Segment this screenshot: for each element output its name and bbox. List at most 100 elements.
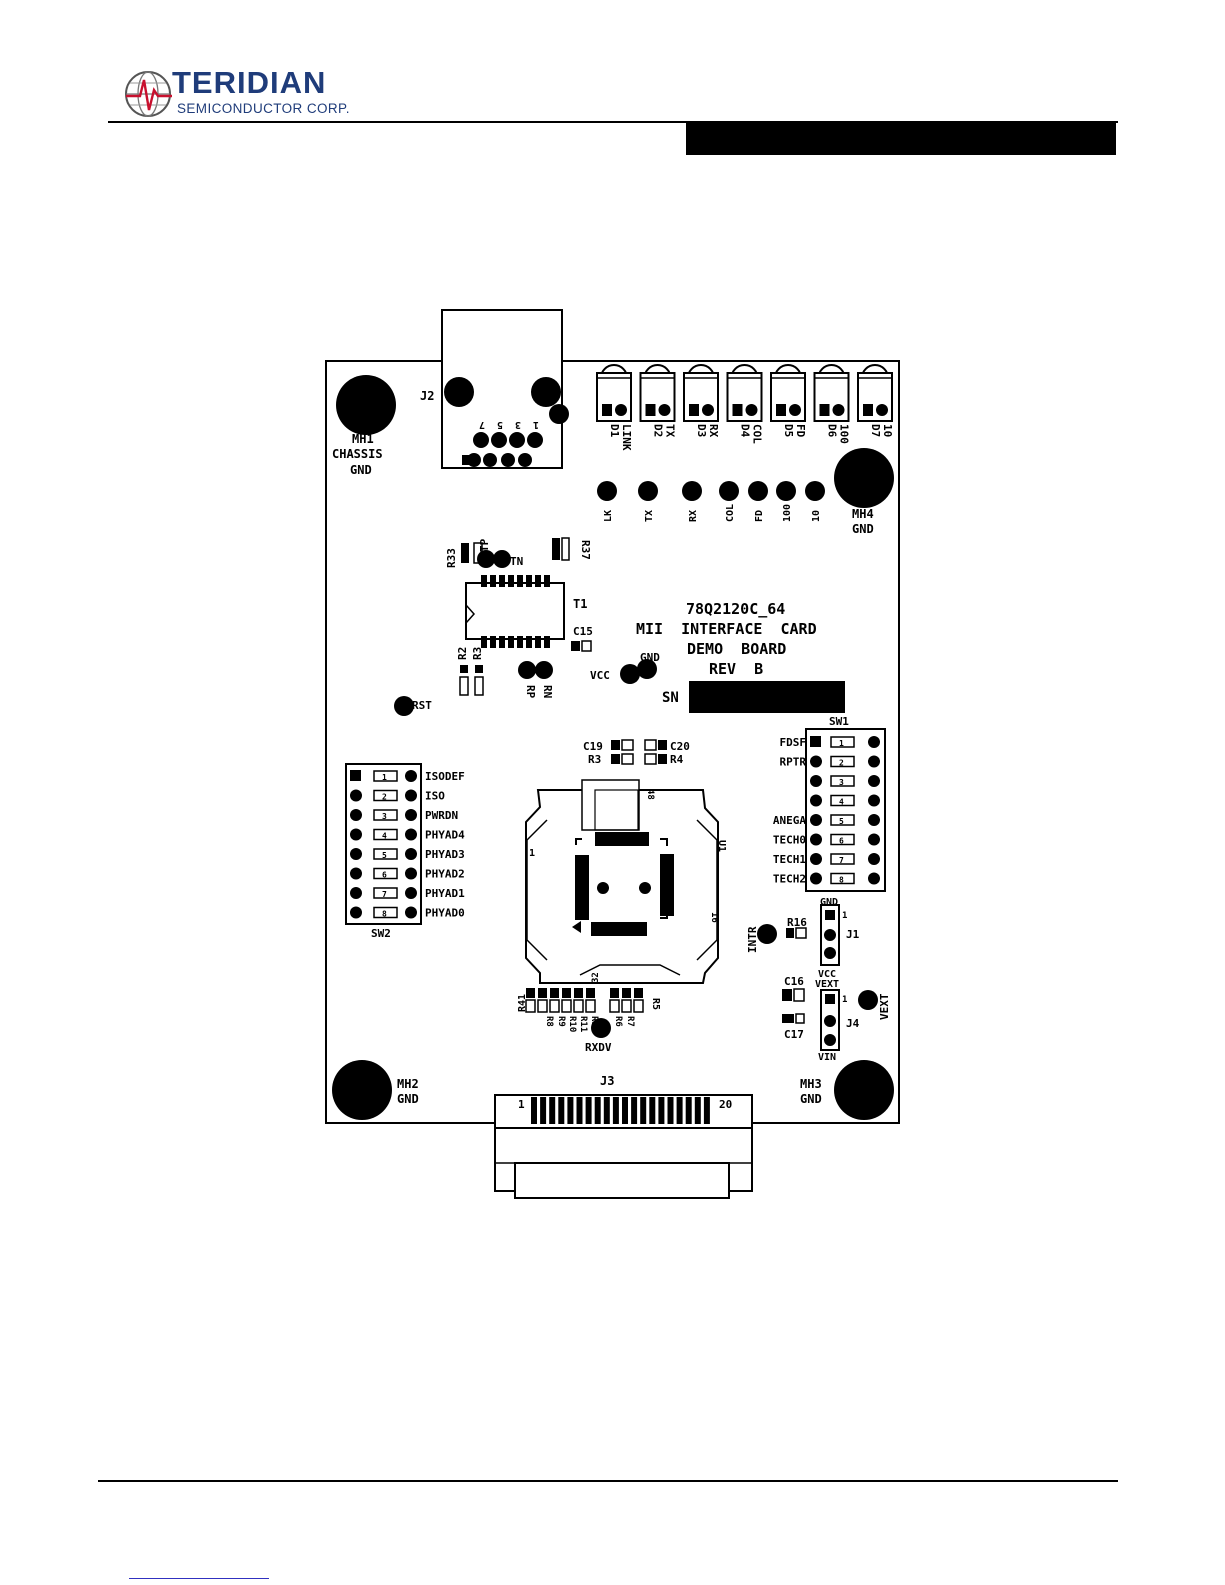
t1-pin: [526, 575, 532, 587]
sw1-position: 4: [810, 794, 880, 807]
test-point-fd: FD: [748, 481, 768, 522]
svg-text:C17: C17: [784, 1028, 804, 1041]
j3-pin: [640, 1097, 647, 1124]
sw1-label: TECH0: [773, 834, 806, 847]
svg-text:32: 32: [591, 972, 601, 983]
svg-text:7: 7: [839, 856, 844, 865]
led-ref-d5: D5: [782, 424, 795, 437]
led-ref-d3: D3: [695, 424, 708, 437]
svg-text:48: 48: [645, 789, 655, 800]
j2-pin-1: 1: [533, 419, 539, 430]
connector-j3: J3 1 20: [494, 1074, 753, 1199]
board-title-line-4: REV B: [709, 660, 763, 678]
resistor-pad-pair: [585, 988, 596, 1013]
svg-text:5: 5: [382, 851, 387, 860]
svg-text:GND: GND: [800, 1092, 822, 1106]
mounting-hole-mh1: MH1 CHASSIS GND: [332, 375, 396, 477]
power-test-points: VCC GND: [590, 651, 660, 684]
svg-text:MH4: MH4: [852, 507, 874, 521]
j3-pin: [576, 1097, 583, 1124]
svg-text:GND: GND: [350, 463, 372, 477]
board-title-line-1: 78Q2120C_64: [686, 600, 785, 618]
j3-pin: [603, 1097, 610, 1124]
led-ref-d6: D6: [826, 424, 839, 438]
svg-text:R9: R9: [556, 1016, 566, 1027]
svg-text:LK: LK: [603, 510, 614, 522]
sw1-label: FDSF: [780, 736, 807, 749]
svg-text:6: 6: [382, 871, 387, 880]
t1-pin: [490, 575, 496, 587]
test-point-rx: RX: [682, 481, 702, 522]
svg-text:R10: R10: [567, 1016, 577, 1032]
reset-test-point: RST: [394, 696, 432, 716]
j3-pin: [703, 1097, 710, 1124]
svg-text:7: 7: [382, 890, 387, 899]
svg-text:GND: GND: [852, 522, 874, 536]
svg-text:VCC: VCC: [818, 969, 836, 980]
svg-text:R3: R3: [471, 647, 484, 660]
svg-text:R33: R33: [445, 548, 458, 568]
j3-pin: [685, 1097, 692, 1124]
sw1-label: TECH2: [773, 873, 806, 886]
svg-text:R3: R3: [588, 753, 601, 766]
j2-pin-3: 3: [515, 419, 521, 430]
svg-text:C15: C15: [573, 625, 593, 638]
test-point-10: 10: [805, 481, 825, 522]
mounting-hole-mh2: MH2 GND: [332, 1060, 419, 1120]
j3-pin: [531, 1097, 537, 1124]
j3-pin: [585, 1097, 592, 1124]
t1-pin: [535, 575, 541, 587]
sw2-label: PHYAD2: [425, 868, 465, 881]
svg-text:RX: RX: [688, 510, 699, 522]
header-rule: [108, 121, 1118, 123]
j2-pin-7: 7: [479, 419, 485, 430]
j3-pin: [694, 1097, 701, 1124]
test-point-col: COL: [719, 481, 739, 522]
j2-ref: J2: [420, 389, 434, 403]
svg-text:R2: R2: [456, 647, 469, 660]
j3-pin: [612, 1097, 619, 1124]
svg-text:VIN: VIN: [818, 1052, 836, 1063]
svg-text:6: 6: [839, 837, 844, 846]
svg-text:C20: C20: [670, 740, 690, 753]
test-point-lk: LK: [597, 481, 617, 522]
svg-text:VEXT: VEXT: [815, 979, 839, 990]
svg-text:20: 20: [719, 1098, 732, 1111]
svg-text:1: 1: [382, 773, 387, 782]
svg-text:2: 2: [839, 759, 844, 768]
header-black-bar: [686, 123, 1116, 155]
rj45-jack-j2: J2 7 5 3 1: [420, 309, 569, 469]
sw1-position: 6 TECH0: [773, 833, 880, 847]
svg-text:RP: RP: [524, 685, 537, 699]
ic-socket-u1: U1 1 16 32 48: [525, 779, 727, 984]
svg-text:GND: GND: [820, 897, 838, 908]
svg-text:GND: GND: [640, 651, 660, 664]
led-name-d4: COL: [751, 424, 764, 444]
test-point-100: 100: [776, 481, 796, 522]
led-ref-d1: D1: [608, 424, 621, 438]
led-name-d5: FD: [794, 424, 807, 438]
resistor-pad-pair: [609, 988, 620, 1013]
j3-pin: [549, 1097, 556, 1124]
svg-text:1: 1: [518, 1098, 525, 1111]
svg-text:VEXT: VEXT: [878, 993, 891, 1020]
svg-text:5: 5: [839, 817, 844, 826]
svg-text:RST: RST: [412, 699, 432, 712]
t1-pin: [499, 636, 505, 648]
j3-pin: [594, 1097, 601, 1124]
transformer-t1: R33 TP TN R37 T1 C15 R2 R3 RP RN: [445, 537, 593, 699]
